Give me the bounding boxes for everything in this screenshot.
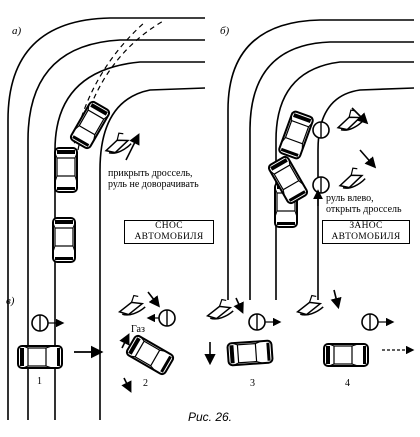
panel-c-step-2-arrow-1 <box>119 333 130 349</box>
figure-caption: Рис. 26. <box>187 410 233 424</box>
panel-b-road <box>227 19 415 300</box>
panel-c-step-number-4: 4 <box>345 378 350 389</box>
panel-a-box-label: СНОС АВТОМОБИЛЯ <box>124 220 214 244</box>
panel-a-box-line-2: АВТОМОБИЛЯ <box>134 232 204 242</box>
panel-c-step-2-arrow-2 <box>121 377 132 393</box>
panel-c-gas-label: Газ <box>131 324 145 335</box>
panel-b-box-line-1: ЗАНОС <box>349 221 383 231</box>
panel-b-annotation-line-2: открыть дроссель <box>326 204 402 215</box>
panel-b-box-line-2: АВТОМОБИЛЯ <box>331 232 401 242</box>
panel-b-annotation: руль влево, открыть дроссель <box>326 193 402 215</box>
panel-b-car-2 <box>266 154 310 206</box>
panel-a-arrow <box>125 133 140 161</box>
panel-c-step-2-car <box>124 333 176 377</box>
panel-b-pedal-icon-2 <box>335 164 368 192</box>
panel-c-step-1-car <box>17 345 63 369</box>
panel-b-wheel-icon-1 <box>312 121 330 139</box>
panel-a-car-2 <box>54 147 78 193</box>
panel-a-road <box>7 17 206 420</box>
panel-a-letter: а) <box>12 25 22 37</box>
panel-c-step-3-pedal-icon <box>203 296 235 322</box>
panel-c-step-3-car <box>226 339 274 367</box>
panel-c-step-2-pedal-arrow <box>147 291 160 308</box>
panel-b-box-label: ЗАНОС АВТОМОБИЛЯ <box>322 220 410 244</box>
panel-a-annotation-line-2: руль не доворачивать <box>108 179 199 190</box>
panel-b-arrow-1 <box>351 107 369 125</box>
panel-c-step-4-wheel-icon <box>361 313 379 331</box>
panel-c-step-2-pedal-icon <box>115 292 147 318</box>
panel-b-wheel-icon-2 <box>312 176 330 194</box>
panel-b-arrow-2 <box>359 149 377 169</box>
panel-b-letter: б) <box>220 25 230 37</box>
panel-b-car-3 <box>277 109 315 161</box>
panel-a-box-line-1: СНОС <box>155 221 183 231</box>
panel-b-pedal-icon-1 <box>333 106 366 134</box>
panel-c-step-3-wheel-icon <box>248 313 266 331</box>
panel-c-letter: в) <box>6 295 15 307</box>
panel-a-pedal-icon <box>101 129 134 157</box>
panel-c-step-number-1: 1 <box>37 376 42 387</box>
panel-c-step-2-wheel-icon <box>158 309 176 327</box>
panel-c-step-number-3: 3 <box>250 378 255 389</box>
panel-a-annotation: прикрыть дроссель, руль не доворачивать <box>108 168 199 190</box>
panel-a-car-1 <box>52 217 76 263</box>
panel-c-step-4-car <box>323 343 369 367</box>
panel-a-car-3 <box>68 99 112 151</box>
panel-c-step-3-pedal-arrow <box>233 297 244 314</box>
panel-c-step-1-wheel-icon <box>31 314 49 332</box>
panel-c-step-4-pedal-icon <box>293 292 325 318</box>
panel-c-step-4-pedal-arrow <box>330 289 342 310</box>
panel-c-step-number-2: 2 <box>143 378 148 389</box>
panel-b-annotation-line-1: руль влево, <box>326 193 374 204</box>
panel-a-annotation-line-1: прикрыть дроссель, <box>108 168 193 179</box>
